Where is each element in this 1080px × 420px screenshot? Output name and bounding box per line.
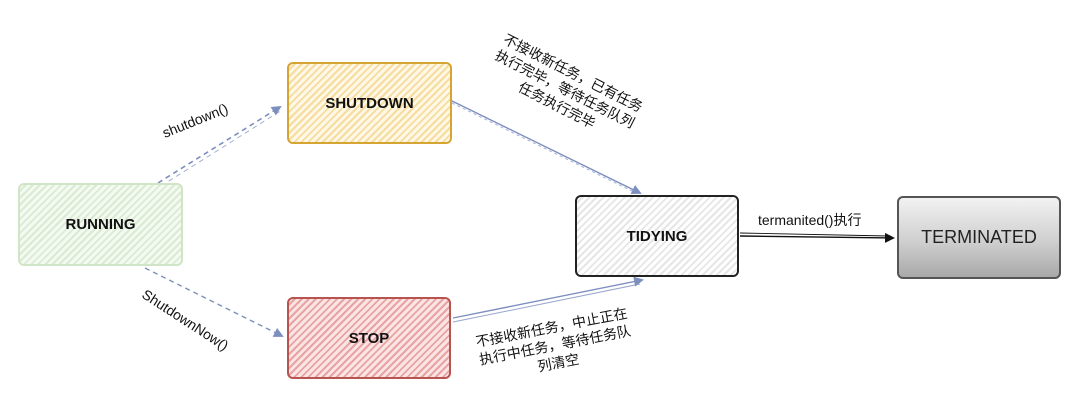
- arrow-stop-to-tidying: [452, 276, 644, 319]
- node-stop: STOP: [287, 297, 451, 379]
- node-shutdown: SHUTDOWN: [287, 62, 452, 144]
- node-terminated-label: TERMINATED: [921, 227, 1037, 247]
- arrow-tidying-to-terminated: [739, 232, 895, 243]
- node-shutdown-label: SHUTDOWN: [325, 94, 414, 112]
- arrow-running-to-stop: [144, 267, 284, 337]
- node-running-label: RUNNING: [65, 216, 136, 233]
- node-terminated: TERMINATED: [897, 196, 1061, 279]
- edge-label-termanited: termanited()执行: [758, 212, 862, 228]
- node-running: RUNNING: [18, 183, 183, 266]
- arrow-shutdown-to-tidying: [449, 99, 642, 194]
- node-stop-label: STOP: [348, 329, 390, 347]
- arrow-running-to-shutdown: [157, 105, 282, 184]
- node-tidying: TIDYING: [575, 195, 739, 277]
- node-tidying-label: TIDYING: [626, 227, 688, 245]
